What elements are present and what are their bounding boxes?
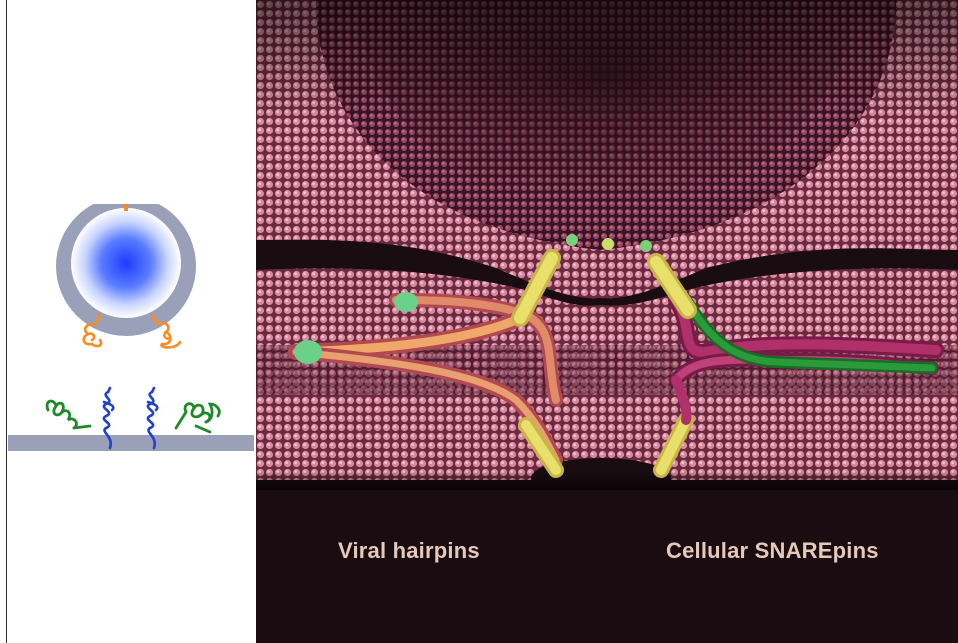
- vesicle-top-clip: [56, 196, 196, 204]
- schematic-panel: [0, 0, 256, 643]
- fusion-render-panel: Viral hairpins Cellular SNAREpins: [256, 0, 958, 643]
- vesicle-lumen: [71, 208, 181, 318]
- schematic-diagram: [0, 0, 256, 643]
- caption-viral-hairpins: Viral hairpins: [338, 538, 480, 564]
- green-protein-right: [176, 404, 219, 432]
- panel-border: [6, 0, 7, 643]
- caption-cellular-snarepins: Cellular SNAREpins: [666, 538, 879, 564]
- vesicle: [56, 196, 196, 336]
- target-membrane: [8, 435, 254, 451]
- green-protein-left: [47, 401, 90, 428]
